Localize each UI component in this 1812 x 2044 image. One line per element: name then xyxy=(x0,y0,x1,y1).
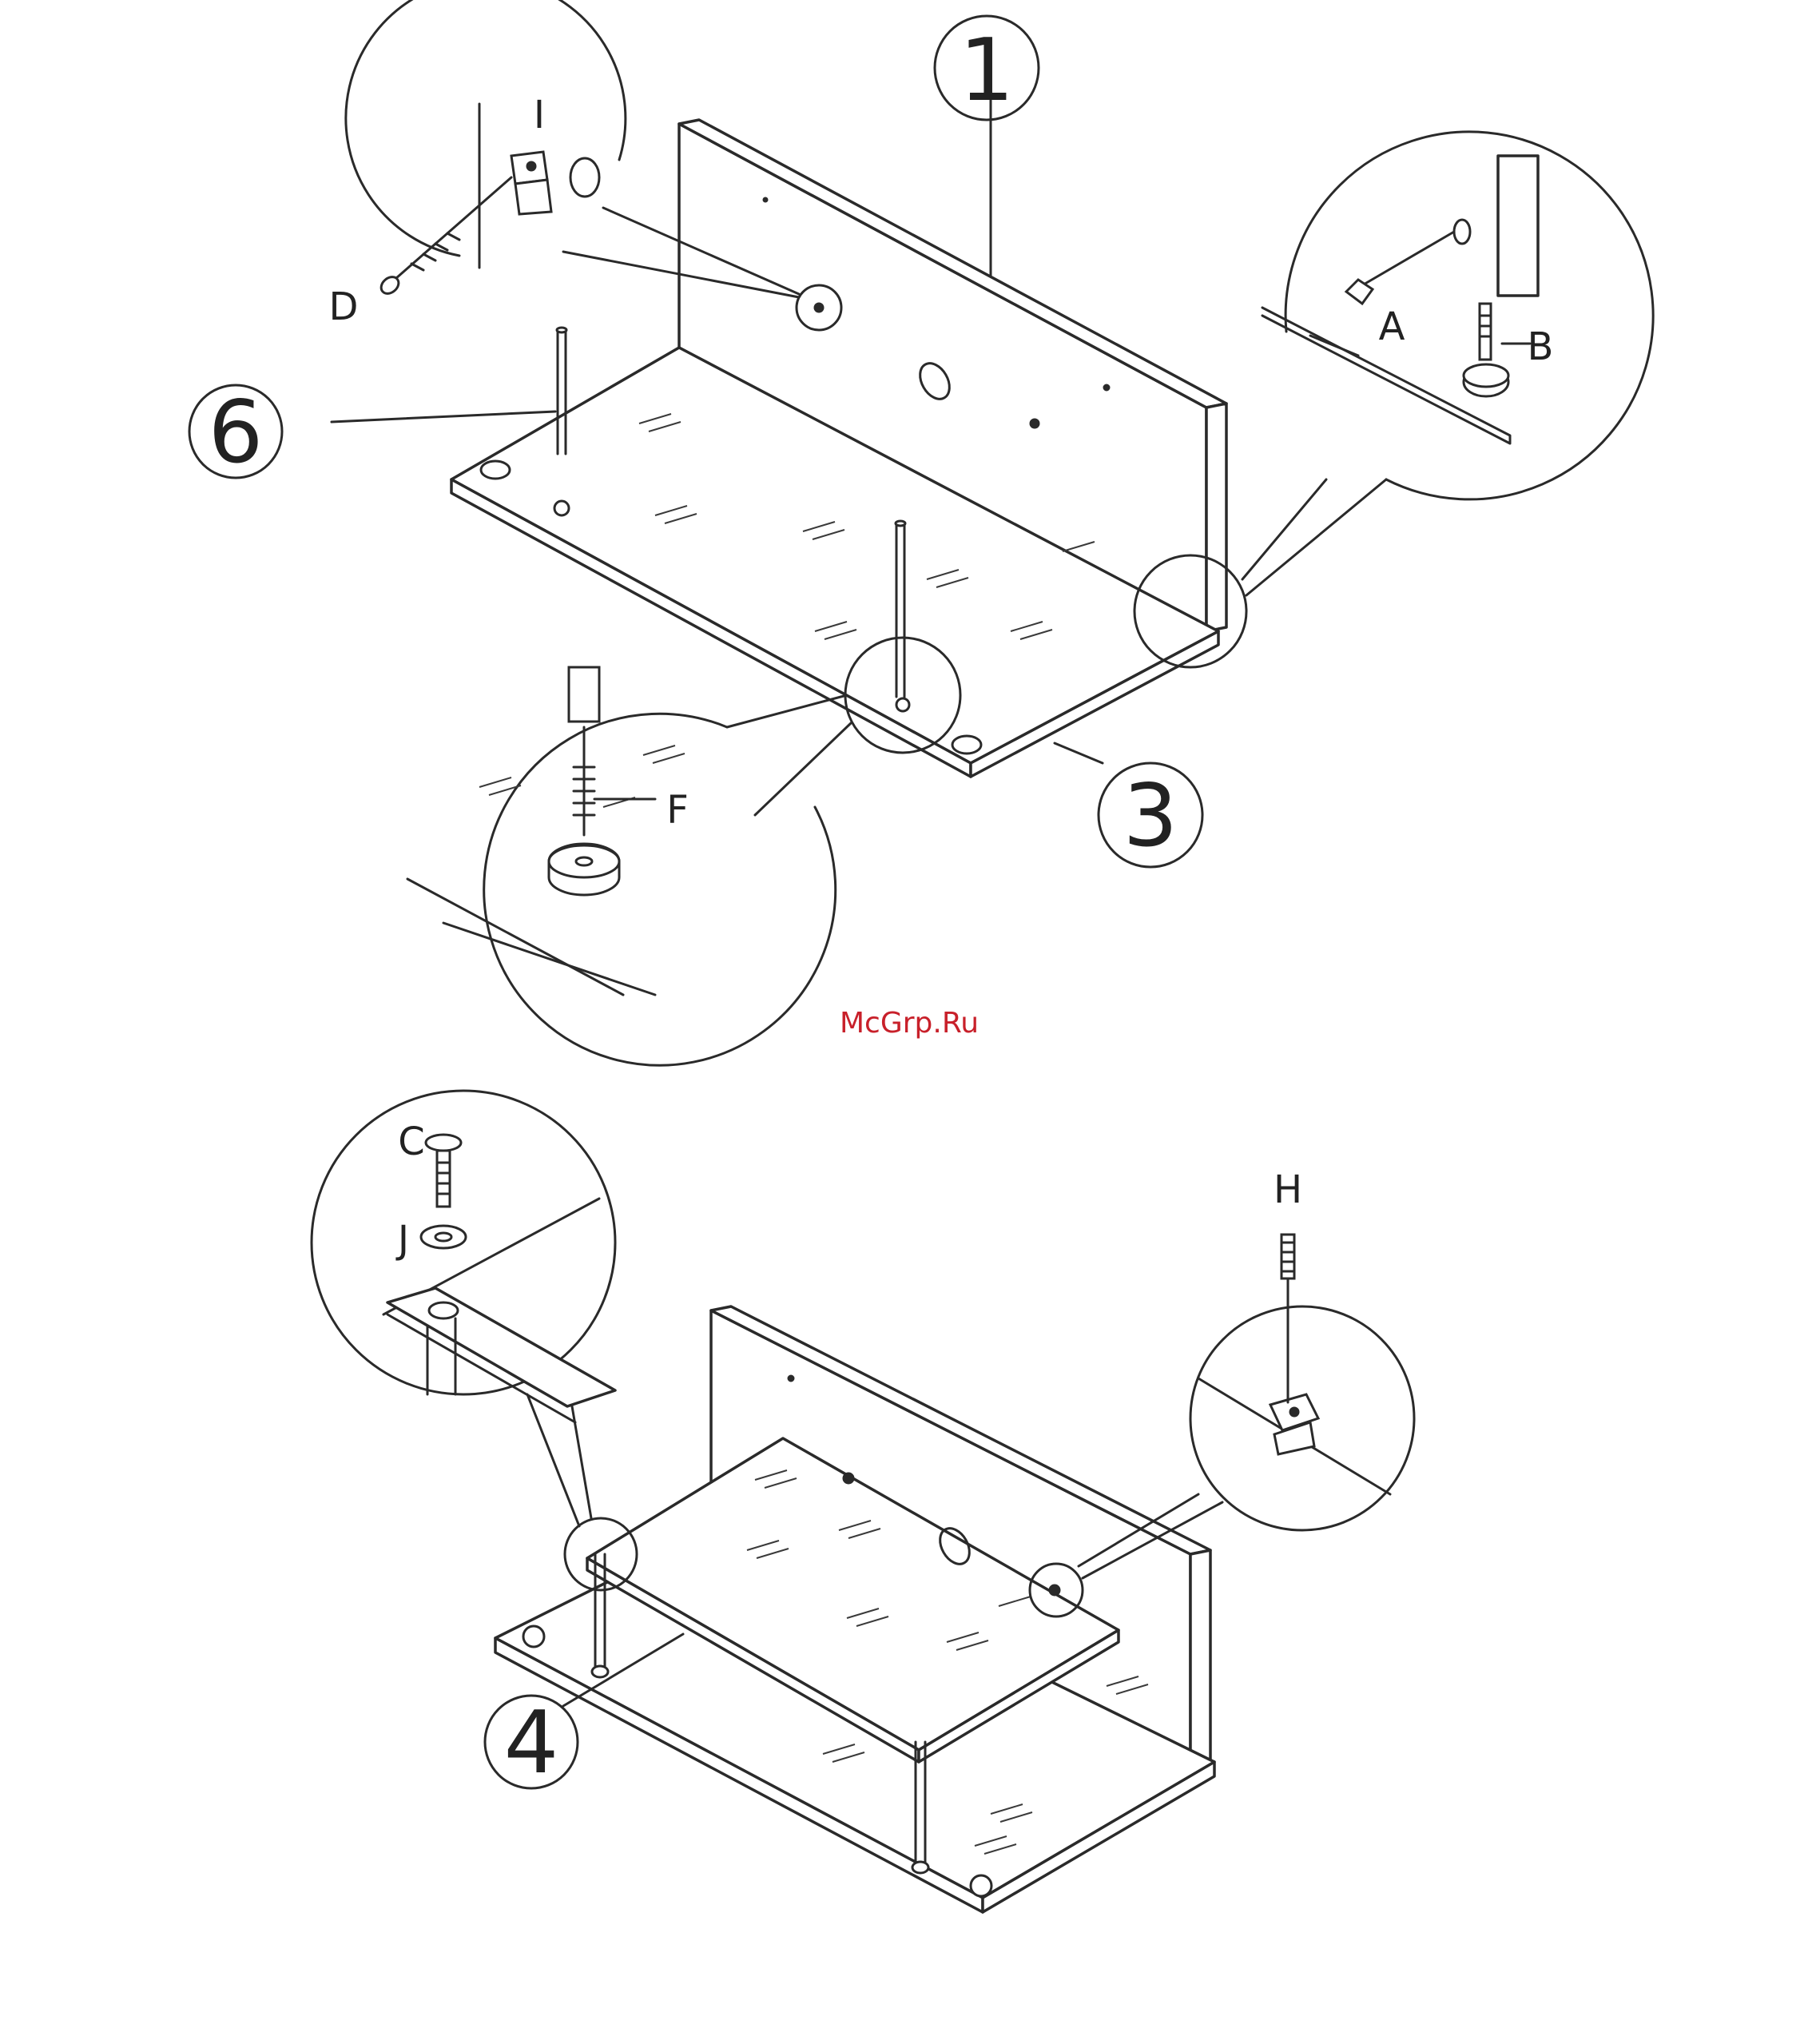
hardware-label-h: H xyxy=(1274,1167,1302,1212)
hardware-label-f: F xyxy=(666,788,689,833)
hardware-label-c: C xyxy=(398,1119,425,1164)
part-number-3: 3 xyxy=(1123,766,1178,866)
hardware-label-a: A xyxy=(1379,304,1405,349)
hardware-label-j: J xyxy=(395,1218,409,1263)
step2-assembly: 4 C J H xyxy=(312,1091,1414,1912)
part-number-1: 1 xyxy=(960,21,1015,121)
hardware-label-d: D xyxy=(329,284,359,329)
part-number-4: 4 xyxy=(504,1693,559,1793)
detail-callout-screw-washer xyxy=(312,1091,637,1590)
hardware-label-i: I xyxy=(534,93,545,137)
part-number-6: 6 xyxy=(209,383,264,483)
watermark-text: McGrp.Ru xyxy=(840,1007,979,1040)
hardware-label-b: B xyxy=(1528,324,1554,369)
step1-assembly: 1 6 3 I D A B F xyxy=(189,0,1653,1065)
